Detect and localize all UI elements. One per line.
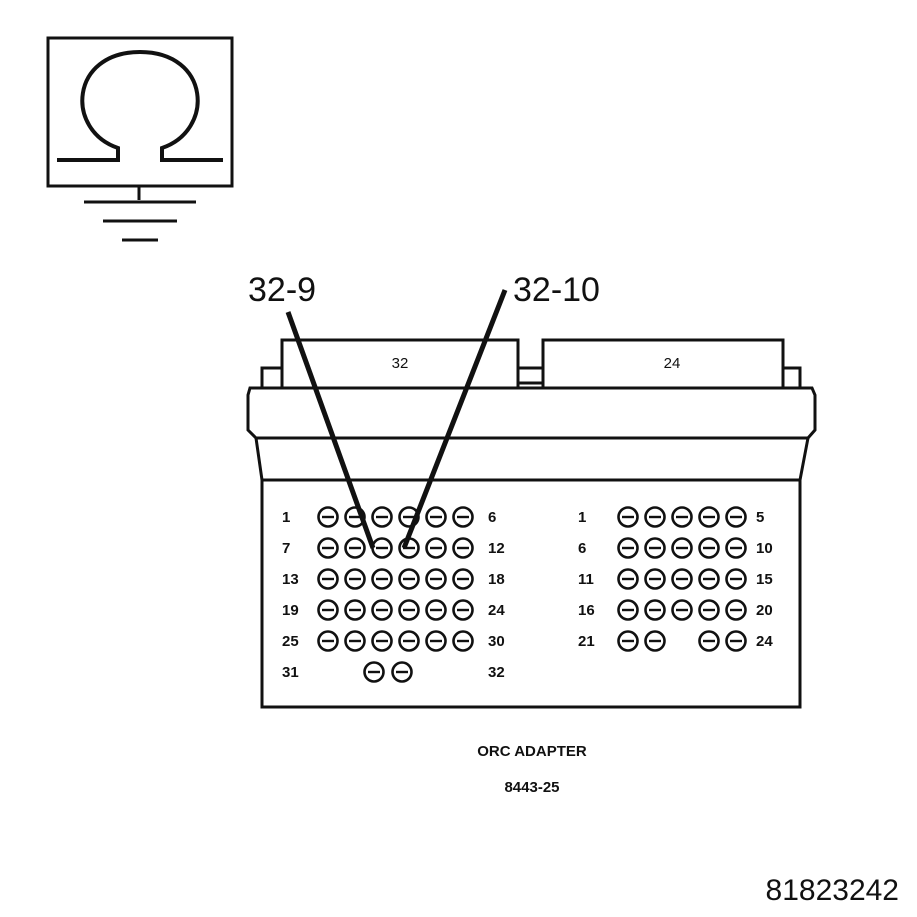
callout-32-9-leader bbox=[285, 311, 376, 549]
row-start-label: 1 bbox=[578, 509, 586, 526]
cavity-32-1 bbox=[317, 506, 339, 528]
row-end-label: 24 bbox=[488, 602, 505, 619]
row-start-label: 11 bbox=[578, 571, 594, 588]
cavity-24-8 bbox=[671, 537, 693, 559]
row-start-label: 7 bbox=[282, 540, 290, 557]
row-start-label: 21 bbox=[578, 633, 595, 650]
cavity-32-20 bbox=[344, 599, 366, 621]
row-start-label: 19 bbox=[282, 602, 299, 619]
cavity-32-21 bbox=[371, 599, 393, 621]
row-start-label: 25 bbox=[282, 633, 299, 650]
cavity-24-4 bbox=[698, 506, 720, 528]
connector-32-header: 32 bbox=[280, 338, 520, 392]
cavity-24-16 bbox=[617, 599, 639, 621]
cavity-24-24 bbox=[725, 630, 747, 652]
cavity-24-12 bbox=[644, 568, 666, 590]
cavity-24-3 bbox=[671, 506, 693, 528]
cavity-32-3 bbox=[371, 506, 393, 528]
cavity-32-30 bbox=[452, 630, 474, 652]
cavity-32-16 bbox=[398, 568, 420, 590]
callout-32-10-leader bbox=[401, 289, 508, 549]
row-end-label: 30 bbox=[488, 633, 505, 650]
cavity-32-19 bbox=[317, 599, 339, 621]
figure-id: 81823242 bbox=[766, 874, 899, 907]
caption-part-number: 8443-25 bbox=[504, 779, 559, 796]
row-end-label: 15 bbox=[756, 571, 773, 588]
cavity-32-5 bbox=[425, 506, 447, 528]
connector-24-header: 24 bbox=[541, 338, 785, 392]
cavity-32-12 bbox=[452, 537, 474, 559]
row-end-label: 24 bbox=[756, 633, 773, 650]
cavity-24-23 bbox=[698, 630, 720, 652]
callout-32-10-label: 32-10 bbox=[513, 271, 600, 309]
cavity-32-28 bbox=[398, 630, 420, 652]
cavity-24-9 bbox=[698, 537, 720, 559]
cavity-24-17 bbox=[644, 599, 666, 621]
row-end-label: 10 bbox=[756, 540, 773, 557]
cavity-24-19 bbox=[698, 599, 720, 621]
cavity-24-2 bbox=[644, 506, 666, 528]
row-end-label: 6 bbox=[488, 509, 496, 526]
row-start-label: 1 bbox=[282, 509, 290, 526]
cavity-24-11 bbox=[617, 568, 639, 590]
callout-32-9-label: 32-9 bbox=[248, 271, 316, 309]
cavity-24-5 bbox=[725, 506, 747, 528]
cavity-32-26 bbox=[344, 630, 366, 652]
cavity-32-22 bbox=[398, 599, 420, 621]
housing-top bbox=[260, 366, 802, 388]
row-end-label: 5 bbox=[756, 509, 764, 526]
cavity-24-10 bbox=[725, 537, 747, 559]
cavity-32-8 bbox=[344, 537, 366, 559]
cavity-24-13 bbox=[671, 568, 693, 590]
row-end-label: 32 bbox=[488, 664, 505, 681]
cavity-32-13 bbox=[317, 568, 339, 590]
row-end-label: 12 bbox=[488, 540, 505, 557]
row-start-label: 6 bbox=[578, 540, 586, 557]
ground-icon bbox=[84, 186, 196, 242]
row-start-label: 16 bbox=[578, 602, 595, 619]
connector-32-label: 32 bbox=[392, 355, 409, 372]
row-start-label: 31 bbox=[282, 664, 299, 681]
cavity-24-14 bbox=[698, 568, 720, 590]
cavity-32-15 bbox=[371, 568, 393, 590]
cavity-32-29 bbox=[425, 630, 447, 652]
cavity-32-24 bbox=[452, 599, 474, 621]
ohmmeter-symbol bbox=[46, 36, 234, 242]
cavity-32-31 bbox=[363, 661, 385, 683]
cavity-32-9 bbox=[371, 537, 393, 559]
cavity-32-32 bbox=[391, 661, 413, 683]
cavity-32-25 bbox=[317, 630, 339, 652]
cavity-24-15 bbox=[725, 568, 747, 590]
cavity-24-6 bbox=[617, 537, 639, 559]
cavity-24-22 bbox=[644, 630, 666, 652]
callout-leaders bbox=[285, 289, 508, 549]
cavity-24-20 bbox=[725, 599, 747, 621]
connector-32-cavities: 1 6 7 12 13 18 19 24 25 30 31 32 bbox=[282, 506, 505, 683]
row-start-label: 13 bbox=[282, 571, 299, 588]
housing-taper bbox=[254, 437, 810, 481]
connector-24-label: 24 bbox=[664, 355, 681, 372]
cavity-32-14 bbox=[344, 568, 366, 590]
cavity-32-7 bbox=[317, 537, 339, 559]
cavity-24-7 bbox=[644, 537, 666, 559]
cavity-24-18 bbox=[671, 599, 693, 621]
caption-title: ORC ADAPTER bbox=[477, 743, 587, 760]
omega-glyph bbox=[57, 49, 223, 162]
cavity-24-21 bbox=[617, 630, 639, 652]
cavity-32-17 bbox=[425, 568, 447, 590]
cavity-24-1 bbox=[617, 506, 639, 528]
cavity-32-18 bbox=[452, 568, 474, 590]
cavity-32-23 bbox=[425, 599, 447, 621]
cavity-32-11 bbox=[425, 537, 447, 559]
row-end-label: 18 bbox=[488, 571, 505, 588]
cavity-32-6 bbox=[452, 506, 474, 528]
row-end-label: 20 bbox=[756, 602, 773, 619]
cavity-32-27 bbox=[371, 630, 393, 652]
